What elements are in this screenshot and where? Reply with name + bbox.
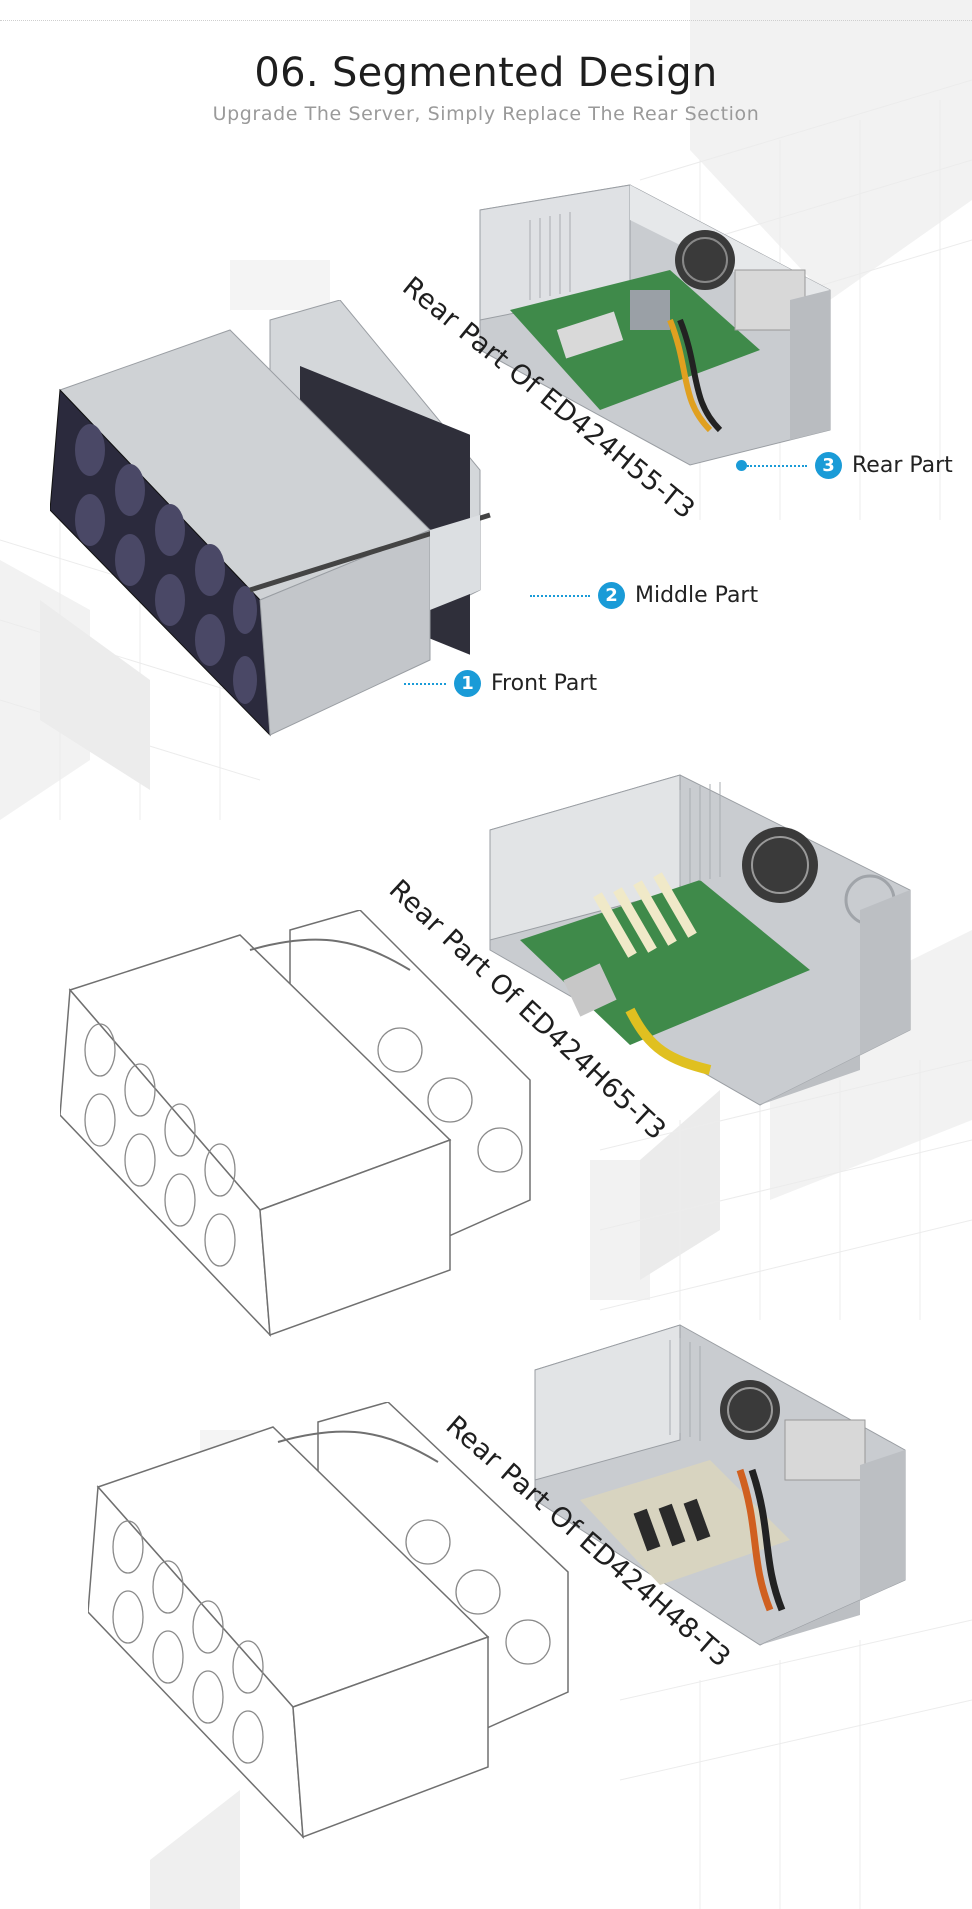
page-subtitle: Upgrade The Server, Simply Replace The R… — [212, 103, 760, 125]
rear-part-photo-h55 — [479, 184, 831, 466]
callout-number: 1 — [454, 670, 481, 697]
callout-line — [404, 682, 446, 685]
front-middle-outline-h48 — [88, 1402, 569, 1840]
callout-dot — [736, 460, 747, 471]
page-title: 06. Segmented Design — [254, 50, 718, 96]
callout-line — [530, 594, 590, 597]
rear-part-photo-h48 — [534, 1324, 906, 1646]
callout-number: 2 — [598, 582, 625, 609]
callout-front-part: 1 Front Part — [404, 670, 597, 697]
front-middle-outline-h65 — [60, 910, 531, 1338]
callout-label: Middle Part — [635, 583, 759, 608]
callout-rear-part: 3 Rear Part — [736, 452, 953, 479]
callout-label: Front Part — [491, 671, 598, 696]
callout-number: 3 — [815, 452, 842, 479]
callout-line — [747, 464, 807, 467]
callout-middle-part: 2 Middle Part — [530, 582, 758, 609]
rear-part-photo-h65 — [489, 774, 911, 1106]
front-middle-photo — [50, 300, 491, 737]
callout-label: Rear Part — [852, 453, 953, 478]
top-divider — [0, 20, 972, 21]
